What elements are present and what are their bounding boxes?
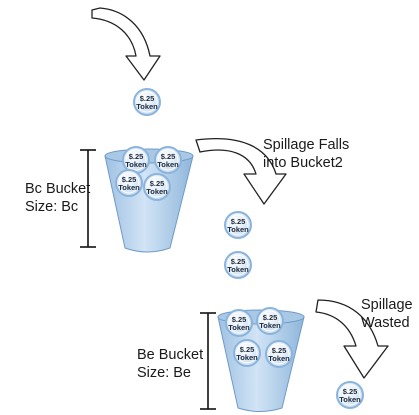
token-word: Token bbox=[259, 321, 281, 330]
spillage-to-bucket2-line1: Spillage Falls bbox=[263, 137, 350, 153]
spillage-wasted-label: Spillage Wasted bbox=[361, 296, 413, 332]
token-value: $.25 bbox=[231, 257, 246, 266]
token-value: $.25 bbox=[272, 346, 287, 355]
bc-bucket-label-line2: Size: Bc bbox=[25, 199, 79, 215]
be-bucket-label-line2: Size: Be bbox=[137, 365, 191, 381]
be-bucket-label: Be Bucket Size: Be bbox=[137, 346, 203, 382]
token-value: $.25 bbox=[343, 387, 358, 396]
token-value: $.25 bbox=[140, 94, 155, 103]
spillage-to-bucket2-arrow bbox=[195, 138, 287, 205]
be-bucket-label-line1: Be Bucket bbox=[137, 347, 204, 363]
token-word: Token bbox=[227, 265, 249, 274]
token-value: $.25 bbox=[240, 345, 255, 354]
token-word: Token bbox=[136, 102, 158, 111]
token-word: Token bbox=[125, 160, 147, 169]
token-word: Token bbox=[268, 354, 290, 363]
bc-bucket-label-line1: Bc Bucket bbox=[25, 181, 91, 197]
token-word: Token bbox=[157, 160, 179, 169]
token-word: Token bbox=[236, 353, 258, 362]
token-value: $.25 bbox=[129, 152, 144, 161]
bc-bucket-label: Bc Bucket Size: Bc bbox=[25, 180, 90, 216]
spillage-wasted-line1: Spillage bbox=[361, 297, 413, 313]
token-value: $.25 bbox=[231, 217, 246, 226]
token-value: $.25 bbox=[232, 315, 247, 324]
falling-token-arrow bbox=[91, 7, 161, 81]
token-value: $.25 bbox=[161, 152, 176, 161]
token-value: $.25 bbox=[150, 179, 165, 188]
spillage-wasted-line2: Wasted bbox=[361, 315, 410, 331]
token-word: Token bbox=[118, 183, 140, 192]
spillage-to-bucket2-label: Spillage Falls into Bucket2 bbox=[263, 136, 349, 172]
token-value: $.25 bbox=[263, 313, 278, 322]
spillage-wasted-arrow bbox=[315, 299, 389, 379]
token-word: Token bbox=[227, 225, 249, 234]
spillage-to-bucket2-line2: into Bucket2 bbox=[263, 155, 343, 171]
token-value: $.25 bbox=[122, 175, 137, 184]
token-word: Token bbox=[339, 395, 361, 404]
bc-size-bracket bbox=[80, 149, 96, 248]
token-word: Token bbox=[228, 323, 250, 332]
be-size-bracket bbox=[200, 312, 216, 410]
token-word: Token bbox=[146, 187, 168, 196]
